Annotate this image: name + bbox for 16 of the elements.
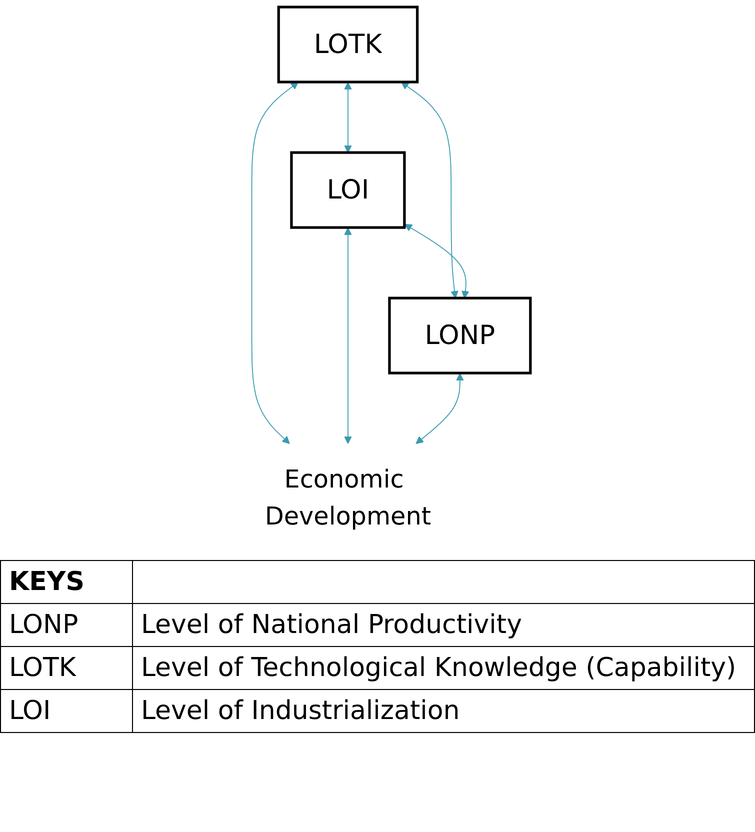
abbreviation-cell: LONP [0, 604, 132, 646]
definition-cell: Level of Industrialization [132, 690, 754, 732]
arrow [404, 224, 470, 298]
arrow [416, 373, 464, 444]
table-header: KEYS [0, 560, 132, 604]
arrow [251, 82, 299, 444]
arrow [344, 228, 352, 444]
abbreviation-cell: LOTK [0, 646, 132, 690]
node-text: Economic Development [264, 464, 432, 531]
arrow [401, 82, 458, 298]
definition-cell: Level of National Productivity [132, 604, 754, 646]
arrow [344, 82, 352, 153]
node-box: LOI [290, 151, 406, 229]
abbreviation-cell: LOI [0, 690, 132, 732]
node-box: LONP [388, 296, 532, 374]
definition-cell: Level of Technological Knowledge (Capability) [132, 646, 754, 690]
